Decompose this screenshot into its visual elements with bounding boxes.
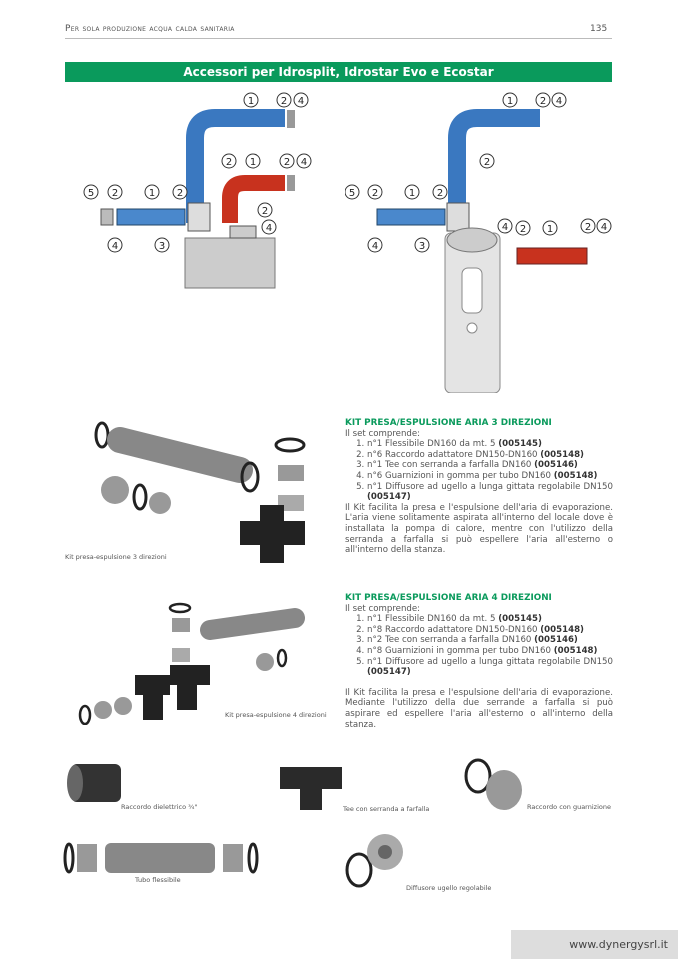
callout-1: 1 bbox=[248, 96, 254, 107]
callout-4: 4 bbox=[112, 241, 118, 252]
item-text: n°6 Raccordo adattatore DN150-DN160 bbox=[367, 449, 541, 460]
callout-1: 1 bbox=[250, 157, 256, 168]
item-text: n°1 Diffusore ad ugello a lunga gittata … bbox=[367, 656, 613, 667]
tee-image bbox=[280, 767, 342, 810]
kit3-text: Il Kit facilita la presa e l'espulsione … bbox=[345, 502, 613, 556]
tee-caption: Tee con serranda a farfalla bbox=[343, 805, 430, 813]
item-text: n°1 Diffusore ad ugello a lunga gittata … bbox=[367, 481, 613, 492]
tubo-flessibile-image bbox=[63, 842, 259, 874]
footer-website[interactable]: www.dynergysrl.it bbox=[511, 930, 678, 959]
kit4-title: KIT PRESA/ESPULSIONE ARIA 4 DIREZIONI bbox=[345, 593, 552, 603]
header-title: Per sola produzione acqua calda sanitari… bbox=[65, 24, 235, 34]
item-text: n°2 Tee con serranda a farfalla DN160 bbox=[367, 635, 535, 646]
kit-item: n°1 Flessibile DN160 da mt. 5 (005145) bbox=[367, 439, 613, 450]
kit-item: n°6 Raccordo adattatore DN150-DN160 (005… bbox=[367, 450, 613, 461]
callout-3: 3 bbox=[419, 241, 425, 252]
kit4-text: Il Kit facilita la presa e l'espulsione … bbox=[345, 687, 613, 730]
item-text: n°1 Flessibile DN160 da mt. 5 bbox=[367, 439, 499, 450]
kit4-caption: Kit presa-espulsione 4 direzioni bbox=[225, 711, 327, 719]
kit3-caption: Kit presa-espulsione 3 direzioni bbox=[65, 553, 167, 561]
item-code: (005146) bbox=[534, 460, 578, 471]
callout-1: 1 bbox=[409, 188, 415, 199]
callout-2: 2 bbox=[585, 222, 591, 233]
raccordo-dielettrico-image bbox=[67, 764, 121, 802]
raccordo-guarnizione-caption: Raccordo con guarnizione bbox=[527, 803, 611, 811]
callout-2: 2 bbox=[484, 157, 490, 168]
item-code: (005147) bbox=[367, 492, 411, 503]
item-text: n°8 Guarnizioni in gomma per tubo DN160 bbox=[367, 645, 554, 656]
item-text: n°8 Raccordo adattatore DN150-DN160 bbox=[367, 624, 541, 635]
item-text: n°1 Tee con serranda a farfalla DN160 bbox=[367, 460, 535, 471]
callout-2: 2 bbox=[177, 188, 183, 199]
callout-4: 4 bbox=[266, 223, 272, 234]
kit-item: n°1 Diffusore ad ugello a lunga gittata … bbox=[367, 657, 613, 678]
callout-3: 3 bbox=[159, 241, 165, 252]
item-code: (005148) bbox=[540, 449, 584, 460]
kit4-items: n°1 Flessibile DN160 da mt. 5 (005145)n°… bbox=[345, 614, 613, 678]
raccordo-guarnizione-image bbox=[464, 758, 522, 810]
callout-2: 2 bbox=[281, 96, 287, 107]
item-text: n°1 Flessibile DN160 da mt. 5 bbox=[367, 614, 499, 625]
kit-item: n°2 Tee con serranda a farfalla DN160 (0… bbox=[367, 635, 613, 646]
kit-item: n°1 Tee con serranda a farfalla DN160 (0… bbox=[367, 460, 613, 471]
page-number: 135 bbox=[590, 24, 608, 34]
item-code: (005145) bbox=[498, 439, 542, 450]
kit4-description: KIT PRESA/ESPULSIONE ARIA 4 DIREZIONI Il… bbox=[345, 593, 613, 730]
diffusore-image bbox=[345, 834, 403, 888]
callout-4: 4 bbox=[301, 157, 307, 168]
kit3-title: KIT PRESA/ESPULSIONE ARIA 3 DIREZIONI bbox=[345, 418, 552, 428]
raccordo-dielettrico-caption: Raccordo dielettrico ¾" bbox=[121, 803, 198, 811]
item-text: n°6 Guarnizioni in gomma per tubo DN160 bbox=[367, 470, 554, 481]
kit-item: n°8 Raccordo adattatore DN150-DN160 (005… bbox=[367, 625, 613, 636]
callout-2: 2 bbox=[226, 157, 232, 168]
kit-item: n°6 Guarnizioni in gomma per tubo DN160 … bbox=[367, 471, 613, 482]
callout-2: 2 bbox=[112, 188, 118, 199]
callout-4: 4 bbox=[556, 96, 562, 107]
diagram-idrosplit: 1 2 4 2 1 2 4 5 2 1 2 2 4 4 3 bbox=[83, 92, 312, 289]
callout-2: 2 bbox=[284, 157, 290, 168]
kit3-items: n°1 Flessibile DN160 da mt. 5 (005145)n°… bbox=[345, 439, 613, 503]
callout-4: 4 bbox=[298, 96, 304, 107]
callout-1: 1 bbox=[507, 96, 513, 107]
callout-1: 1 bbox=[149, 188, 155, 199]
kit3-image bbox=[94, 421, 306, 563]
item-code: (005148) bbox=[553, 470, 598, 481]
item-code: (005147) bbox=[367, 667, 411, 678]
item-code: (005146) bbox=[534, 635, 578, 646]
callout-2: 2 bbox=[262, 206, 268, 217]
diagram-idrostar: 1 2 4 2 5 2 1 2 4 2 1 2 4 4 3 bbox=[345, 92, 612, 393]
callout-4: 4 bbox=[601, 222, 607, 233]
item-code: (005148) bbox=[540, 624, 584, 635]
kit4-intro: Il set comprende: bbox=[345, 603, 421, 614]
callout-4: 4 bbox=[372, 241, 378, 252]
callout-2: 2 bbox=[437, 188, 443, 199]
kit3-description: KIT PRESA/ESPULSIONE ARIA 3 DIREZIONI Il… bbox=[345, 418, 613, 556]
kit4-image bbox=[78, 602, 305, 725]
kit-item: n°1 Diffusore ad ugello a lunga gittata … bbox=[367, 482, 613, 503]
kit3-intro: Il set comprende: bbox=[345, 428, 421, 439]
callout-5: 5 bbox=[88, 188, 94, 199]
diffusore-caption: Diffusore ugello regolabile bbox=[406, 884, 492, 892]
kit-item: n°1 Flessibile DN160 da mt. 5 (005145) bbox=[367, 614, 613, 625]
callout-5: 5 bbox=[349, 188, 355, 199]
header-divider bbox=[65, 38, 612, 39]
tubo-flessibile-caption: Tubo flessibile bbox=[135, 876, 181, 884]
callout-4: 4 bbox=[502, 222, 508, 233]
item-code: (005145) bbox=[498, 614, 542, 625]
callout-2: 2 bbox=[540, 96, 546, 107]
callout-2: 2 bbox=[520, 224, 526, 235]
kit-item: n°8 Guarnizioni in gomma per tubo DN160 … bbox=[367, 646, 613, 657]
callout-1: 1 bbox=[547, 224, 553, 235]
section-banner: Accessori per Idrosplit, Idrostar Evo e … bbox=[65, 62, 612, 82]
item-code: (005148) bbox=[553, 645, 598, 656]
callout-2: 2 bbox=[372, 188, 378, 199]
